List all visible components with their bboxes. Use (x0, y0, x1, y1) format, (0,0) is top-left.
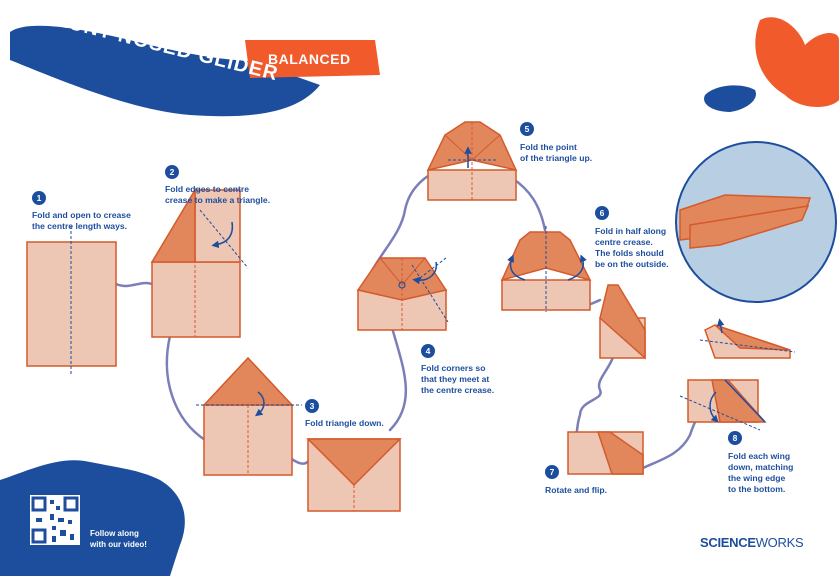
finished-glider-diagram (675, 141, 837, 303)
navy-blob-corner (0, 460, 185, 576)
badge-text: BALANCED (268, 51, 351, 67)
step-number-2: 2 (165, 165, 179, 179)
step-number-1: 1 (32, 191, 46, 205)
logo-bold-text: SCIENCE (700, 535, 756, 550)
scienceworks-logo: SCIENCEWORKS (700, 535, 804, 550)
step6-diagram (500, 226, 592, 312)
step5-diagram (426, 121, 518, 201)
step-text-3: Fold triangle down. (305, 418, 384, 428)
title-banner (10, 25, 320, 117)
badge-banner (245, 40, 380, 78)
logo-light-text: WORKS (755, 535, 804, 550)
navy-blob-top (704, 85, 756, 112)
step8-diagram (679, 379, 767, 431)
step-number-5: 5 (520, 122, 534, 136)
step-number-7: 7 (545, 465, 559, 479)
step2-diagram (150, 187, 249, 338)
step4-diagram (356, 257, 449, 331)
qr-code-icon[interactable] (30, 495, 80, 545)
step7-diagram (567, 431, 644, 475)
orange-blob (755, 17, 839, 107)
step1-diagram (26, 226, 117, 376)
step-text-4: Fold corners so that they meet at the ce… (421, 363, 495, 395)
step3-diagram (196, 356, 302, 476)
step6-result-diagram (599, 284, 646, 360)
step8-result-diagram (699, 318, 796, 359)
step-text-1: Fold and open to crease the centre lengt… (32, 210, 131, 231)
step-number-8: 8 (728, 431, 742, 445)
step-text-5: Fold the point of the triangle up. (520, 142, 593, 163)
step-text-8: Fold each wing down, matching the wing e… (728, 451, 794, 494)
step-number-6: 6 (595, 206, 609, 220)
step-number-3: 3 (305, 399, 319, 413)
step-text-7: Rotate and flip. (545, 485, 608, 495)
step-text-6: Fold in half along centre crease. The fo… (595, 226, 669, 269)
step3-result-diagram (306, 438, 402, 512)
step-text-2: Fold edges to centre crease to make a tr… (165, 184, 271, 205)
step-number-4: 4 (421, 344, 435, 358)
follow-video-text: Follow along with our video! (90, 529, 147, 549)
